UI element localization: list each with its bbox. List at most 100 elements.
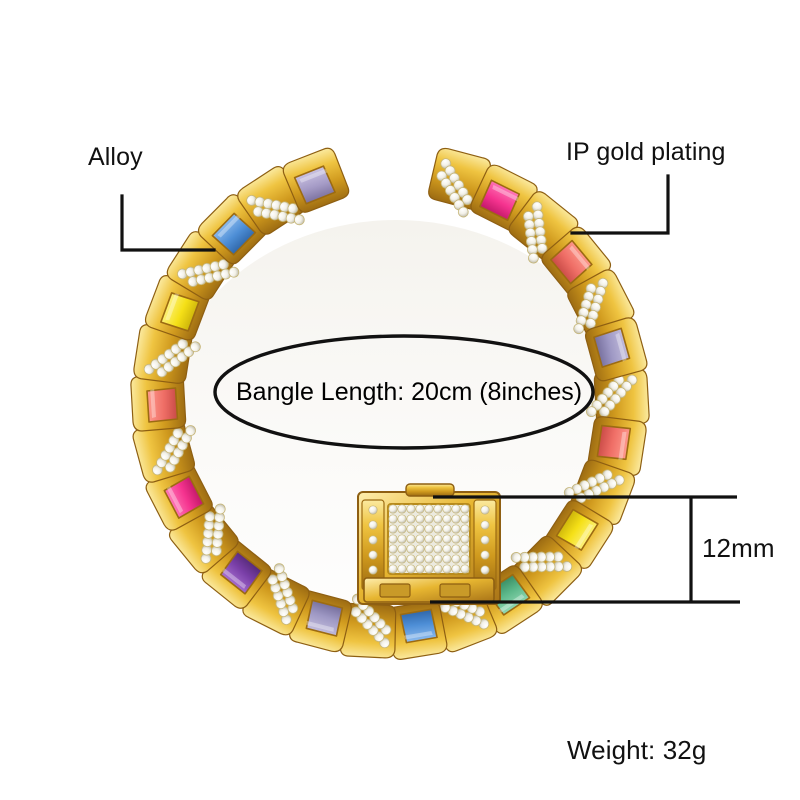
- rhinestone: [536, 561, 548, 573]
- rhinestone: [442, 554, 452, 564]
- rhinestone: [525, 236, 537, 247]
- rhinestone: [535, 234, 547, 246]
- rhinestone: [276, 571, 288, 582]
- rhinestone: [270, 582, 281, 594]
- rhinestone: [368, 565, 378, 575]
- link-enamel-inlay: [399, 608, 438, 644]
- rhinestone: [406, 534, 416, 544]
- rhinestone: [442, 534, 452, 544]
- rhinestone: [552, 551, 564, 563]
- rhinestone: [279, 201, 291, 213]
- rhinestone: [185, 266, 197, 278]
- rhinestone: [406, 564, 416, 574]
- rhinestone: [275, 598, 287, 610]
- rhinestone: [388, 544, 398, 554]
- box-clasp: [357, 483, 501, 605]
- rhinestone: [480, 535, 490, 545]
- enamel-highlight: [166, 485, 184, 514]
- rhinestone: [397, 544, 407, 554]
- rhinestone: [368, 505, 378, 515]
- ip-gold-plating-label: IP gold plating: [566, 138, 726, 166]
- rhinestone: [480, 520, 490, 530]
- rhinestone: [433, 524, 443, 534]
- rhinestone: [415, 544, 425, 554]
- enamel-highlight: [150, 389, 156, 418]
- rhinestone: [451, 504, 461, 514]
- chain-link-enamel: [289, 590, 352, 653]
- rhinestone: [280, 614, 292, 625]
- rhinestone: [457, 206, 469, 218]
- clasp-latch-slot-right: [439, 583, 471, 598]
- rhinestone: [406, 524, 416, 534]
- clasp-safety-tab: [405, 483, 455, 497]
- rhinestone: [287, 602, 299, 614]
- rhinestone: [595, 285, 606, 297]
- rhinestone: [406, 504, 416, 514]
- link-enamel-inlay: [596, 424, 632, 461]
- rhinestone: [214, 511, 225, 523]
- enamel-highlight: [492, 184, 519, 202]
- rhinestone: [201, 544, 213, 556]
- rhinestone: [460, 524, 470, 534]
- rhinestone: [573, 323, 585, 335]
- link-enamel-inlay: [163, 475, 205, 519]
- rhinestone: [519, 551, 530, 563]
- rhinestone: [424, 544, 434, 554]
- rhinestone: [254, 196, 266, 208]
- link-enamel-inlay: [555, 508, 599, 551]
- link-enamel-inlay: [549, 239, 593, 285]
- rhinestone: [187, 276, 199, 287]
- rhinestone: [388, 514, 398, 524]
- rhinestone: [211, 545, 222, 557]
- rhinestone: [388, 554, 398, 564]
- rhinestone: [415, 524, 425, 534]
- link-enamel-inlay: [160, 292, 200, 332]
- rhinestone: [211, 537, 223, 548]
- width-dimension-label: 12mm: [702, 533, 775, 563]
- enamel-highlight: [306, 620, 334, 632]
- rhinestone: [424, 514, 434, 524]
- rhinestone: [415, 504, 425, 514]
- rhinestone: [397, 514, 407, 524]
- enamel-highlight: [615, 332, 627, 362]
- rhinestone: [185, 425, 196, 436]
- rhinestone: [451, 544, 461, 554]
- rhinestone: [279, 579, 291, 590]
- clasp-latch-slot-left: [379, 583, 411, 598]
- rhinestone: [460, 544, 470, 554]
- enamel-highlight: [217, 215, 241, 238]
- chain-link-enamel: [386, 600, 448, 660]
- rhinestone: [451, 534, 461, 544]
- rhinestone: [368, 520, 378, 530]
- rhinestone: [451, 554, 461, 564]
- weight-label: Weight: 32g: [567, 735, 707, 765]
- rhinestone: [368, 535, 378, 545]
- rhinestone: [415, 514, 425, 524]
- rhinestone: [273, 563, 285, 575]
- rhinestone: [424, 564, 434, 574]
- rhinestone: [388, 524, 398, 534]
- link-enamel-inlay: [219, 550, 263, 595]
- rhinestone: [575, 315, 587, 327]
- rhinestone: [442, 544, 452, 554]
- rhinestone: [397, 504, 407, 514]
- link-enamel-inlay: [478, 179, 521, 222]
- rhinestone: [397, 554, 407, 564]
- rhinestone: [368, 550, 378, 560]
- link-enamel-inlay: [211, 212, 257, 256]
- alloy-label: Alloy: [88, 143, 143, 171]
- rhinestone: [228, 266, 240, 278]
- rhinestone: [533, 218, 545, 229]
- rhinestone: [433, 554, 443, 564]
- rhinestone: [406, 554, 416, 564]
- rhinestone: [214, 503, 226, 515]
- rhinestone: [433, 504, 443, 514]
- link-enamel-inlay: [146, 387, 179, 423]
- rhinestone: [433, 544, 443, 554]
- chain-link-pave: [428, 147, 491, 218]
- rhinestone: [442, 524, 452, 534]
- rhinestone: [424, 534, 434, 544]
- rhinestone: [451, 514, 461, 524]
- chain-link-enamel: [587, 416, 647, 476]
- rhinestone: [209, 261, 221, 272]
